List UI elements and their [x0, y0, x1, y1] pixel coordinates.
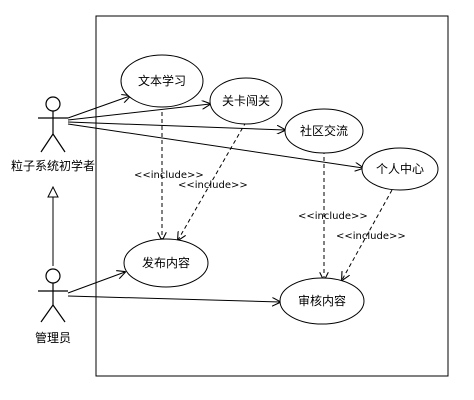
use-case-publish[interactable]: 发布内容	[123, 238, 209, 288]
assoc-learner-text-study	[67, 96, 130, 119]
use-case-community-label: 社区交流	[300, 123, 348, 138]
system-boundary	[95, 15, 449, 377]
use-case-personal-label: 个人中心	[376, 161, 424, 176]
include-label-personal: <<include>>	[336, 231, 406, 242]
use-case-text-study[interactable]: 文本学习	[120, 54, 204, 108]
actor-admin[interactable]: 管理员	[35, 268, 71, 345]
actor-admin-label: 管理员	[35, 330, 71, 345]
include-label-text-study: <<include>>	[134, 170, 204, 181]
include-label-level: <<include>>	[178, 180, 248, 191]
actor-learner-label: 粒子系统初学者	[11, 158, 95, 173]
include-personal-review	[342, 189, 393, 280]
assoc-admin-review	[67, 295, 280, 302]
use-case-personal[interactable]: 个人中心	[361, 147, 439, 191]
include-label-community: <<include>>	[298, 211, 368, 222]
use-case-review-label: 审核内容	[298, 293, 346, 308]
learner-figure-icon	[38, 96, 68, 153]
use-case-level[interactable]: 关卡闯关	[209, 77, 283, 125]
assoc-learner-level	[67, 104, 210, 121]
use-case-text-study-label: 文本学习	[138, 73, 186, 88]
use-case-community[interactable]: 社区交流	[284, 108, 364, 154]
use-case-review[interactable]: 审核内容	[279, 277, 365, 325]
assoc-learner-community	[67, 121, 285, 130]
assoc-learner-personal	[67, 123, 363, 168]
admin-figure-icon	[38, 268, 68, 323]
assoc-admin-publish	[67, 272, 125, 294]
use-case-publish-label: 发布内容	[142, 255, 190, 270]
use-case-level-label: 关卡闯关	[222, 93, 270, 108]
actor-learner[interactable]: 粒子系统初学者	[11, 96, 95, 173]
include-level-publish	[178, 121, 247, 240]
